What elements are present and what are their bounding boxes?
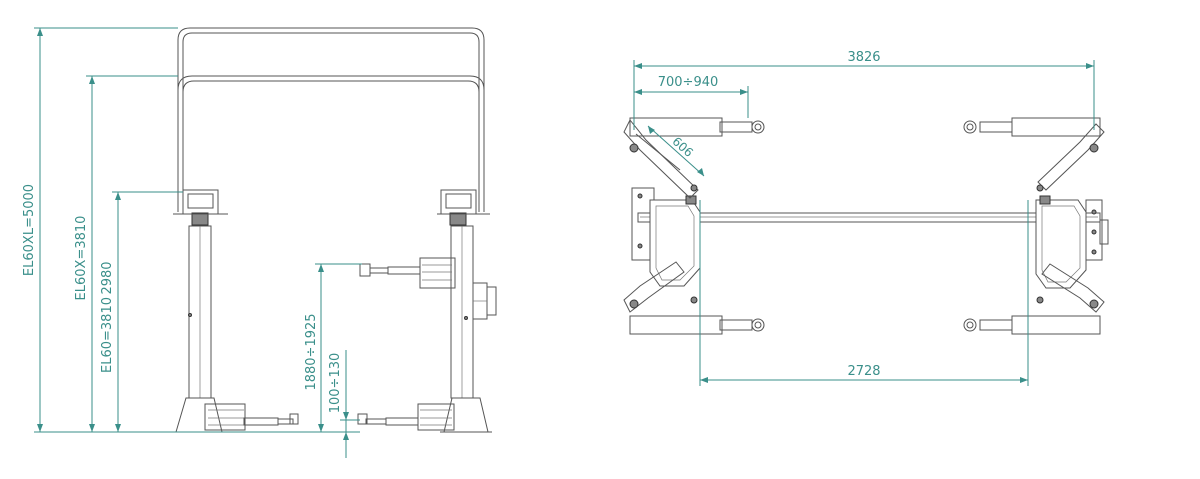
dim-arm-short-label: 606 bbox=[669, 134, 695, 160]
top-beam bbox=[637, 212, 1101, 223]
right-column bbox=[357, 189, 497, 433]
dim-arm-reach-label: 700÷940 bbox=[658, 75, 719, 90]
dim-inner-width: 2728 bbox=[699, 200, 1029, 386]
dim-arm-reach: 700÷940 bbox=[634, 75, 749, 118]
dim-overall-width-label: 3826 bbox=[847, 50, 880, 65]
dim-pad-range: 100÷130 bbox=[328, 350, 360, 458]
dim-overall-width: 3826 bbox=[633, 50, 1095, 130]
dim-inner-width-label: 2728 bbox=[847, 364, 880, 379]
right-post-top bbox=[963, 117, 1109, 335]
dim-el60-label: EL60=3810 bbox=[100, 297, 115, 373]
dim-2980-label: 2980 bbox=[100, 261, 115, 294]
dim-arm-range-label: 1880÷1925 bbox=[304, 313, 319, 390]
dim-el60x-label: EL60X=3810 bbox=[74, 216, 89, 301]
dim-el60x: EL60X=3810 bbox=[74, 75, 178, 432]
overhead-frame bbox=[177, 27, 485, 212]
dim-el60: EL60=3810 2980 bbox=[100, 191, 183, 432]
dim-el60xl-label: EL60XL=5000 bbox=[22, 184, 37, 276]
left-post-top bbox=[623, 117, 765, 335]
top-view: 3826 700÷940 606 2728 bbox=[623, 50, 1109, 386]
front-view: EL60XL=5000 EL60X=3810 EL60=3810 2980 bbox=[22, 27, 497, 458]
left-column bbox=[172, 189, 299, 433]
dim-pad-range-label: 100÷130 bbox=[328, 353, 343, 414]
dim-arm-range: 1880÷1925 bbox=[304, 263, 362, 432]
dim-el60xl: EL60XL=5000 bbox=[22, 27, 178, 432]
